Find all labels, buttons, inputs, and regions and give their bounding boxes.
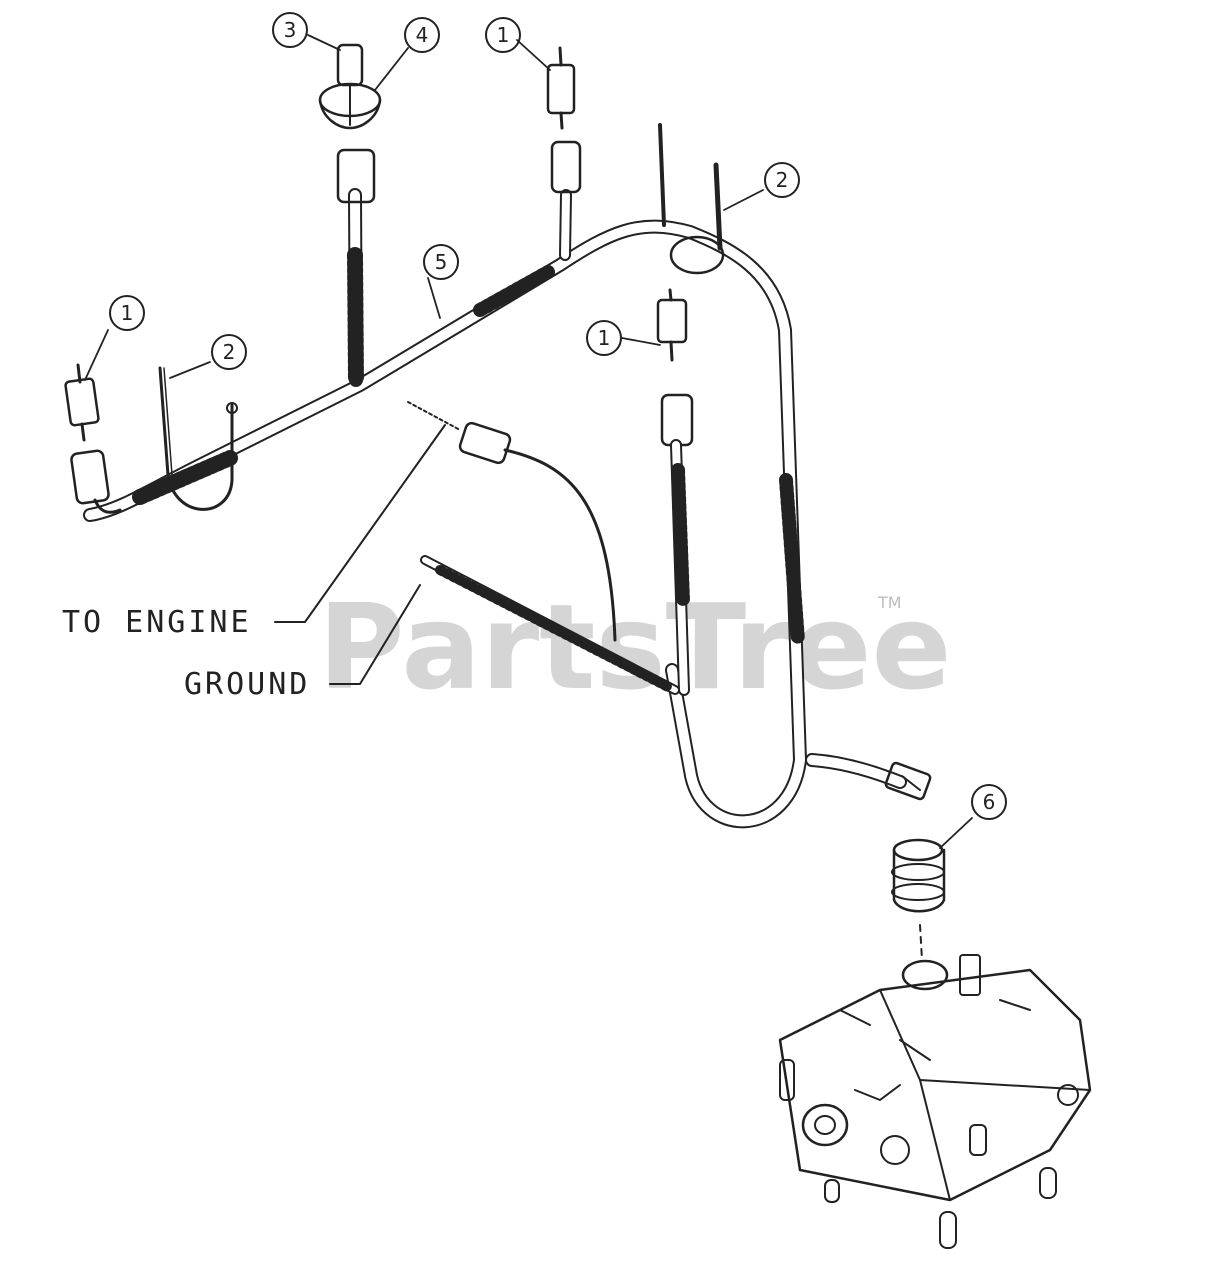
callout-5: 5 bbox=[435, 250, 448, 274]
main-harness bbox=[83, 219, 932, 829]
label-ground: GROUND bbox=[184, 667, 310, 702]
watermark-trademark: TM bbox=[877, 593, 902, 612]
connector-upper-middle bbox=[546, 46, 582, 261]
lead-to-key-switch bbox=[318, 43, 382, 388]
callout-numbers: 3 4 1 2 5 1 2 1 6 bbox=[121, 18, 996, 814]
callout-circles bbox=[109, 12, 1007, 820]
ground-strap bbox=[420, 555, 680, 695]
callout-2-left: 2 bbox=[223, 340, 236, 364]
callout-1-left: 1 bbox=[121, 301, 134, 325]
engine-block bbox=[778, 954, 1092, 1249]
connector-left bbox=[64, 363, 122, 514]
connector-lower-middle bbox=[656, 288, 694, 696]
callout-2-right: 2 bbox=[776, 168, 789, 192]
label-to-engine: TO ENGINE bbox=[62, 605, 252, 640]
solenoid-plug bbox=[891, 838, 946, 961]
callout-4: 4 bbox=[416, 23, 429, 47]
callout-leaders bbox=[84, 34, 973, 849]
callout-6: 6 bbox=[983, 790, 996, 814]
callout-1-top: 1 bbox=[497, 23, 510, 47]
tie-strap-left bbox=[158, 366, 238, 511]
watermark-partstree: PartsTree bbox=[318, 578, 952, 716]
callout-3: 3 bbox=[284, 18, 297, 42]
callout-1-middle: 1 bbox=[598, 326, 611, 350]
label-leaders bbox=[274, 424, 446, 685]
upper-right-wires bbox=[658, 123, 723, 251]
engine-lead bbox=[407, 401, 617, 642]
